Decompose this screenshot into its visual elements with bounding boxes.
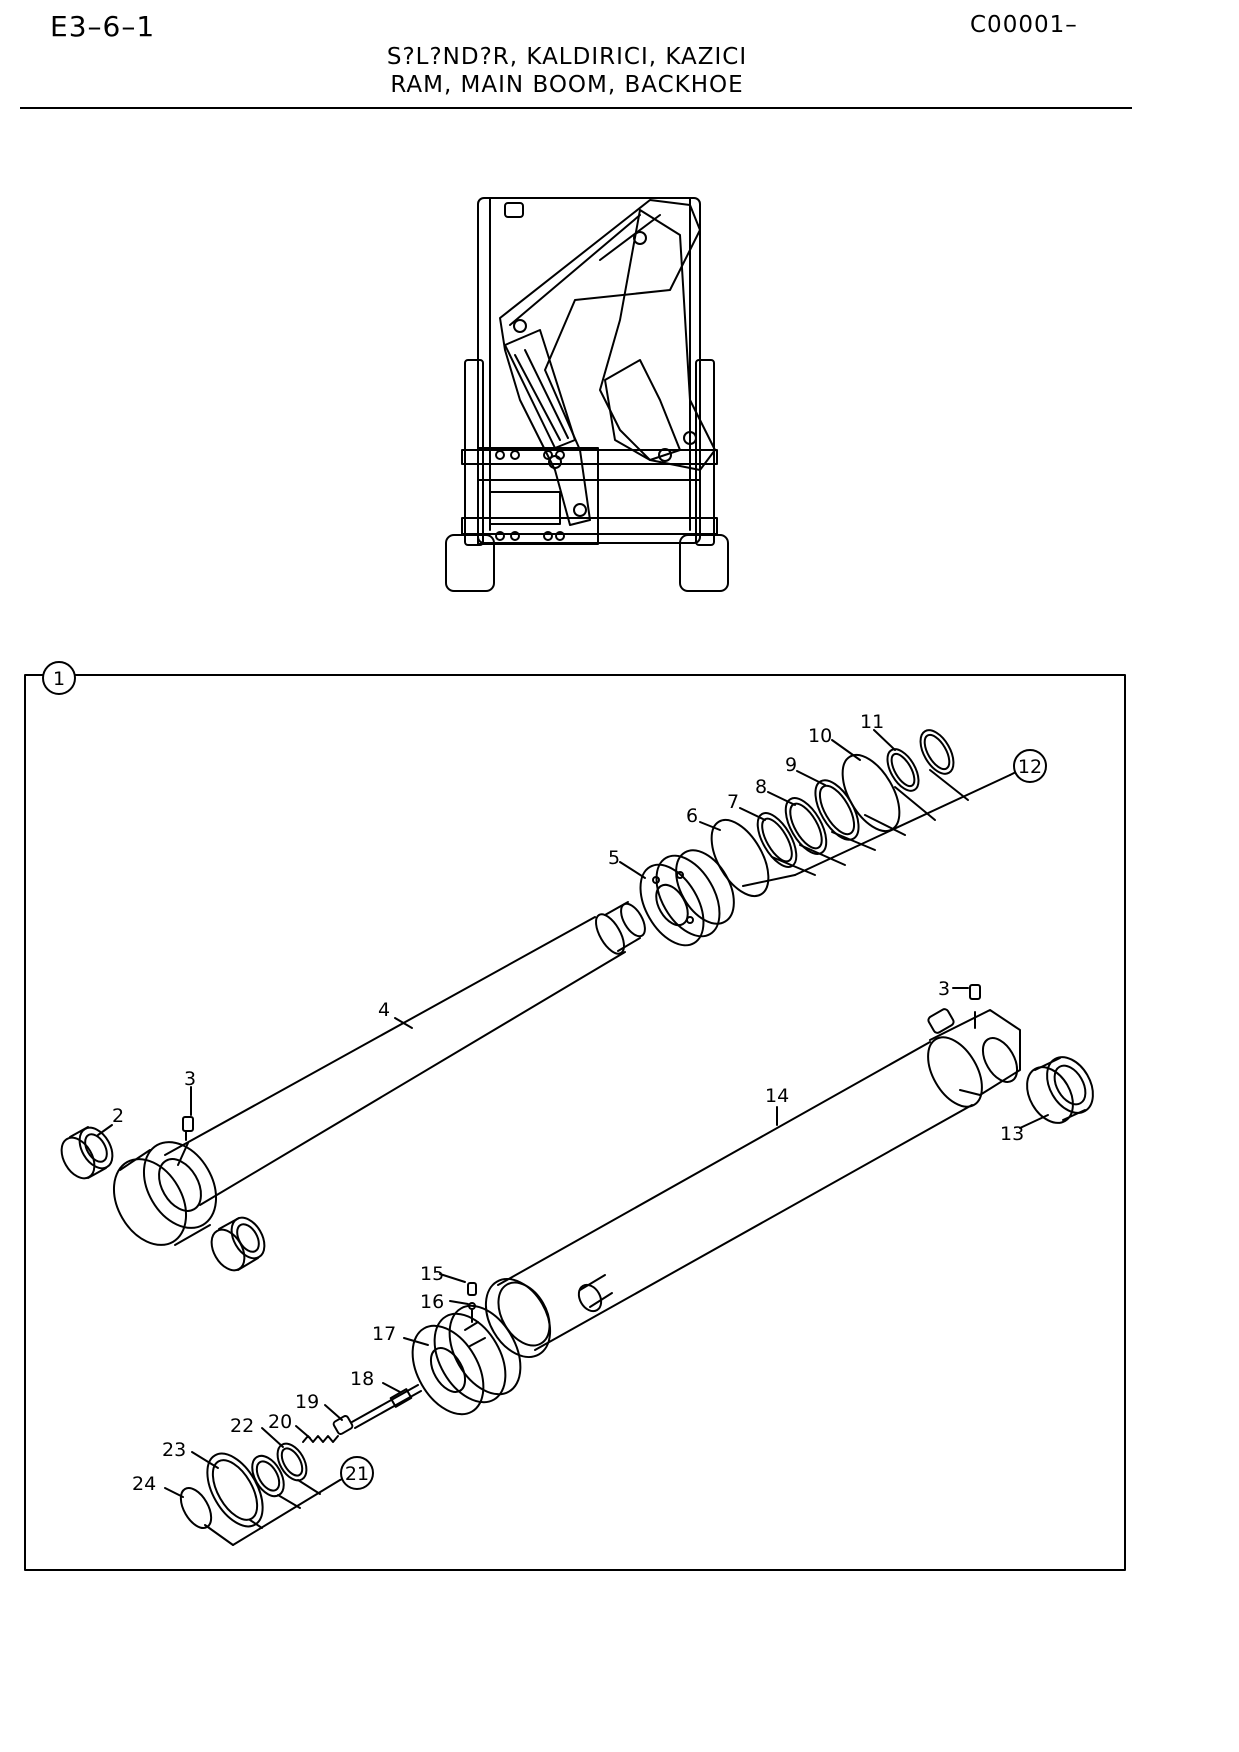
backhoe-machine-illustration — [445, 197, 729, 592]
callout-2: 2 — [112, 1105, 124, 1127]
callout-19: 19 — [295, 1391, 319, 1413]
callout-5: 5 — [608, 847, 620, 869]
seal-kit-12-bracket — [742, 749, 1047, 887]
gland-item-5 — [639, 849, 735, 947]
callout-20: 20 — [268, 1411, 292, 1433]
pin-item-18 — [351, 1384, 422, 1429]
set-screw-item-15 — [467, 1282, 477, 1296]
callout-15: 15 — [420, 1263, 444, 1285]
callout-13: 13 — [1000, 1123, 1024, 1145]
callout-11: 11 — [860, 711, 884, 733]
piston-rod — [112, 901, 646, 1246]
callout-7: 7 — [727, 791, 739, 813]
header-rule — [20, 107, 1132, 109]
callout-12: 12 — [1018, 756, 1042, 778]
bushing-item-2 — [60, 1126, 114, 1180]
title-turkish: S?L?ND?R, KALDIRICI, KAZICI — [386, 44, 748, 70]
callout-9: 9 — [785, 754, 797, 776]
callout-3-barrel: 3 — [938, 978, 950, 1000]
piston-item-17 — [411, 1304, 522, 1416]
callout-24: 24 — [132, 1473, 156, 1495]
callout-1: 1 — [53, 668, 65, 690]
callout-23: 23 — [162, 1439, 186, 1461]
leader-lines — [97, 729, 1049, 1498]
callout-10: 10 — [808, 725, 832, 747]
seal-kit-rings — [710, 729, 955, 897]
callout-8: 8 — [755, 776, 767, 798]
callout-18: 18 — [350, 1368, 374, 1390]
cylinder-barrel-item-14 — [484, 984, 1021, 1358]
callout-3-rod: 3 — [184, 1068, 196, 1090]
title-english: RAM, MAIN BOOM, BACKHOE — [390, 72, 744, 98]
callout-6: 6 — [686, 805, 698, 827]
callout-14: 14 — [765, 1085, 789, 1107]
bushing-item-13 — [1026, 1056, 1094, 1124]
callout-17: 17 — [372, 1323, 396, 1345]
grease-nipple-rod — [182, 1116, 194, 1141]
assembly-frame — [24, 674, 1126, 1571]
callout-4: 4 — [378, 999, 390, 1021]
callout-circle-1 — [42, 661, 76, 695]
seal-kit-21-bracket — [204, 1456, 374, 1546]
document-code: C00001– — [970, 12, 1078, 38]
callout-22: 22 — [230, 1415, 254, 1437]
callout-16: 16 — [420, 1291, 444, 1313]
bushing-rod-eye — [210, 1216, 266, 1272]
callout-21: 21 — [345, 1463, 369, 1485]
page-code: E3–6–1 — [50, 10, 156, 43]
